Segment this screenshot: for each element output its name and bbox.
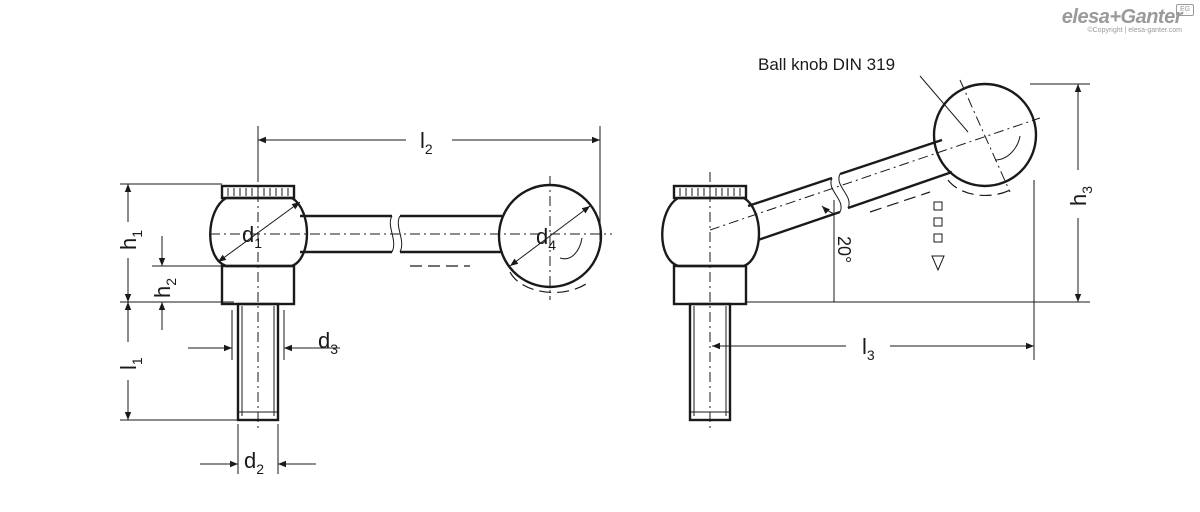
brand-logo: EG elesa+Ganter ©Copyright | elesa-gante… <box>1061 4 1194 34</box>
label-h2: h2 <box>150 278 179 298</box>
left-view <box>120 126 612 474</box>
right-view <box>661 75 1090 430</box>
rotation-indicator <box>931 201 945 272</box>
label-d2: d2 <box>244 448 264 477</box>
brand-copyright: ©Copyright | elesa-ganter.com <box>1087 27 1182 34</box>
brand-name: elesa+Ganter <box>1061 6 1183 28</box>
ball-body-right <box>661 196 761 268</box>
callout-ball-knob: Ball knob DIN 319 <box>758 55 895 74</box>
label-d3: d3 <box>318 328 338 357</box>
dimension-labels: l2 d1 d4 d3 d2 l3 h1 h2 l1 h3 20° Ball k… <box>116 55 1095 477</box>
label-h3: h3 <box>1066 186 1095 206</box>
brand-badge: EG <box>1176 4 1194 16</box>
label-l3: l3 <box>862 334 875 363</box>
label-l1: l1 <box>116 357 145 370</box>
label-h1: h1 <box>116 230 145 250</box>
label-d1: d1 <box>242 222 262 251</box>
knurl-lines <box>227 188 289 196</box>
label-l2: l2 <box>420 128 433 157</box>
label-d4: d4 <box>536 224 556 253</box>
label-angle: 20° <box>834 236 854 263</box>
ball-knob-right <box>932 82 1038 188</box>
